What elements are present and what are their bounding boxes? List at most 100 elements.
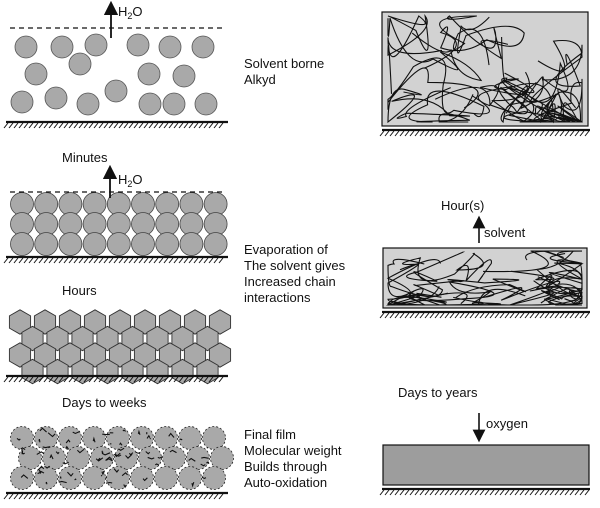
crosslink-bond	[200, 463, 206, 467]
hatch-mark	[554, 489, 560, 496]
hatch-mark	[93, 493, 99, 500]
crosslinked-particle	[106, 426, 130, 450]
days-to-years-label: Days to years	[398, 385, 478, 400]
hatch-mark	[23, 376, 29, 383]
hatch-mark	[178, 257, 184, 264]
right-substrate-1	[379, 128, 590, 137]
hatch-mark	[494, 489, 500, 496]
hatch-mark	[579, 489, 585, 496]
hatch-mark	[554, 130, 560, 137]
hatch-mark	[138, 493, 144, 500]
hatch-mark	[168, 376, 174, 383]
hatch-mark	[544, 130, 550, 137]
polymer-chain	[501, 36, 581, 123]
hatch-mark	[143, 122, 149, 129]
hatch-mark	[444, 312, 450, 319]
hatch-mark	[8, 122, 14, 129]
hatch-mark	[569, 312, 575, 319]
hatch-mark	[98, 257, 104, 264]
hatch-mark	[43, 122, 49, 129]
polymer-chain	[434, 40, 583, 123]
hatch-mark	[414, 312, 420, 319]
hatch-mark	[103, 376, 109, 383]
hatch-mark	[138, 122, 144, 129]
polymer-chain	[387, 14, 443, 94]
hatch-mark	[53, 493, 59, 500]
crosslink-bond	[62, 461, 69, 465]
hatch-mark	[454, 312, 460, 319]
hatch-mark	[404, 312, 410, 319]
evaporation-label: Evaporation of The solvent gives Increas…	[244, 242, 346, 305]
crosslink-bond	[191, 481, 195, 488]
hatch-mark	[173, 257, 179, 264]
hatch-mark	[198, 257, 204, 264]
latex-particle	[194, 92, 218, 116]
hatch-mark	[33, 493, 39, 500]
crosslink-bond	[145, 451, 151, 455]
hatch-mark	[193, 493, 199, 500]
packed-particle	[179, 212, 204, 236]
hatch-mark	[218, 493, 224, 500]
hatch-mark	[379, 130, 385, 137]
right-substrate-2	[379, 310, 590, 319]
hatch-mark	[469, 312, 475, 319]
hatch-mark	[499, 489, 505, 496]
hatch-mark	[519, 489, 525, 496]
hatch-mark	[58, 257, 64, 264]
hatch-mark	[153, 376, 159, 383]
hatch-mark	[148, 376, 154, 383]
hatch-mark	[554, 312, 560, 319]
hatch-mark	[138, 376, 144, 383]
hatch-mark	[118, 493, 124, 500]
hatch-mark	[163, 122, 169, 129]
hatch-mark	[213, 493, 219, 500]
packed-particle	[82, 232, 107, 256]
crosslink-bond	[125, 453, 133, 459]
polymer-chain	[387, 18, 483, 82]
packed-particle	[179, 232, 204, 256]
hatch-mark	[459, 489, 465, 496]
hatch-mark	[394, 312, 400, 319]
hatch-mark	[404, 130, 410, 137]
crosslinked-particle	[34, 466, 58, 490]
crosslink-bond	[137, 429, 141, 435]
hatch-mark	[193, 122, 199, 129]
hatch-mark	[479, 312, 485, 319]
hatch-mark	[8, 376, 14, 383]
crosslink-bond	[105, 481, 113, 484]
hatch-mark	[549, 489, 555, 496]
hatch-mark	[103, 122, 109, 129]
crosslink-bond	[55, 451, 60, 455]
crosslink-bond	[188, 457, 196, 462]
hatch-mark	[108, 493, 114, 500]
hatch-mark	[559, 489, 565, 496]
hatch-mark	[539, 130, 545, 137]
crosslink-bond	[206, 461, 210, 464]
latex-particle	[126, 33, 150, 57]
hatch-mark	[48, 493, 54, 500]
hatch-mark	[439, 489, 445, 496]
hatch-mark	[18, 257, 24, 264]
hatch-mark	[198, 122, 204, 129]
hatch-mark	[534, 130, 540, 137]
hatch-mark	[183, 257, 189, 264]
hatch-mark	[394, 489, 400, 496]
crosslinked-particle	[82, 466, 106, 490]
oxygen-label: oxygen	[486, 416, 528, 431]
hatch-mark	[113, 257, 119, 264]
polymer-chain	[413, 278, 527, 305]
latex-particle	[138, 92, 162, 116]
hatch-mark	[424, 130, 430, 137]
packed-particle	[82, 192, 107, 216]
hatch-mark	[519, 130, 525, 137]
final-film-label: Final film Molecular weight Builds throu…	[244, 427, 342, 490]
crosslink-bond	[128, 452, 134, 456]
hatch-mark	[389, 130, 395, 137]
hatch-mark	[18, 376, 24, 383]
crosslink-bond	[147, 456, 155, 460]
hatch-mark	[569, 130, 575, 137]
crosslink-bond	[38, 469, 42, 474]
hatch-mark	[48, 122, 54, 129]
hatch-mark	[123, 257, 129, 264]
